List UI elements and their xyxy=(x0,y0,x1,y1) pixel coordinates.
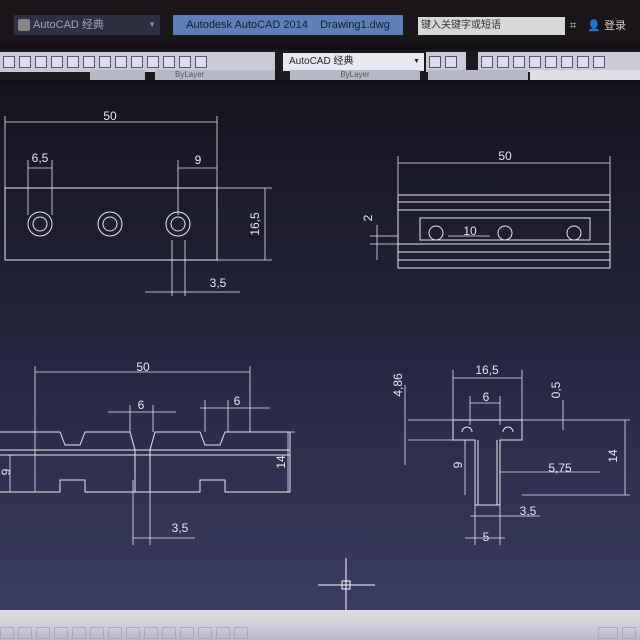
ducs-toggle[interactable] xyxy=(144,627,158,639)
calculator-icon[interactable] xyxy=(179,56,191,68)
status-bar xyxy=(0,610,640,640)
zoom-realtime-icon[interactable] xyxy=(51,56,63,68)
pan-icon[interactable] xyxy=(35,56,47,68)
document-icon[interactable] xyxy=(445,56,457,68)
3d-osnap-toggle[interactable] xyxy=(108,627,122,639)
infer-constraints-toggle[interactable] xyxy=(0,627,14,639)
binoculars-icon[interactable]: ⌗ xyxy=(570,20,577,32)
workspace-tools xyxy=(426,52,466,72)
app-icon xyxy=(18,19,30,31)
workspace-combo[interactable]: AutoCAD 经典 ▼ xyxy=(283,53,424,71)
ordinate-icon[interactable] xyxy=(529,56,541,68)
diameter-icon[interactable] xyxy=(577,56,589,68)
angular-icon[interactable] xyxy=(593,56,605,68)
properties-icon[interactable] xyxy=(99,56,111,68)
linear-dimension-icon[interactable] xyxy=(481,56,493,68)
sc-toggle[interactable] xyxy=(234,627,248,639)
arc-length-icon[interactable] xyxy=(513,56,525,68)
gear-icon[interactable] xyxy=(429,56,441,68)
model-button[interactable] xyxy=(598,627,618,639)
lwt-toggle[interactable] xyxy=(180,627,194,639)
qp-toggle[interactable] xyxy=(216,627,230,639)
toolbar: AutoCAD 经典 ▼ ByLayer ByLayer xyxy=(0,50,640,80)
search-input[interactable]: 键入关键字或短语 xyxy=(418,17,565,35)
layer-tools xyxy=(90,70,145,80)
plotstyle-control[interactable] xyxy=(530,70,640,80)
login-link[interactable]: 登录 xyxy=(604,20,627,32)
standard-toolbar xyxy=(0,52,275,72)
snap-toggle[interactable] xyxy=(18,627,32,639)
user-icon: 👤 xyxy=(587,20,601,32)
workspace-label: AutoCAD 经典 xyxy=(33,19,104,31)
title-bar: AutoCAD 经典 ▼ Autodesk AutoCAD 2014 Drawi… xyxy=(0,0,640,44)
layout-button[interactable] xyxy=(622,627,636,639)
ortho-toggle[interactable] xyxy=(54,627,68,639)
zoom-previous-icon[interactable] xyxy=(83,56,95,68)
help-icon[interactable] xyxy=(195,56,207,68)
jogged-icon[interactable] xyxy=(561,56,573,68)
polar-toggle[interactable] xyxy=(72,627,86,639)
undo-icon[interactable] xyxy=(3,56,15,68)
sheet-set-icon[interactable] xyxy=(147,56,159,68)
window-title: Autodesk AutoCAD 2014 Drawing1.dwg xyxy=(173,15,403,35)
workspace-dropdown[interactable]: AutoCAD 经典 ▼ xyxy=(14,15,160,35)
grid-toggle[interactable] xyxy=(36,627,50,639)
radius-icon[interactable] xyxy=(545,56,557,68)
color-control[interactable]: ByLayer xyxy=(155,70,275,80)
otrack-toggle[interactable] xyxy=(126,627,140,639)
tpy-toggle[interactable] xyxy=(198,627,212,639)
osnap-toggle[interactable] xyxy=(90,627,104,639)
dyn-toggle[interactable] xyxy=(162,627,176,639)
dimension-toolbar xyxy=(478,52,640,72)
login-area[interactable]: ⌗ 👤 登录 xyxy=(570,17,626,33)
workspace-combo-label: AutoCAD 经典 xyxy=(289,56,354,67)
drawing-canvas[interactable] xyxy=(0,84,640,612)
tool-palettes-icon[interactable] xyxy=(131,56,143,68)
design-center-icon[interactable] xyxy=(115,56,127,68)
chevron-down-icon: ▼ xyxy=(148,20,156,29)
lineweight-control[interactable] xyxy=(428,70,528,80)
zoom-window-icon[interactable] xyxy=(67,56,79,68)
redo-icon[interactable] xyxy=(19,56,31,68)
linetype-control[interactable]: ByLayer xyxy=(290,70,420,80)
markup-icon[interactable] xyxy=(163,56,175,68)
aligned-dimension-icon[interactable] xyxy=(497,56,509,68)
chevron-down-icon: ▼ xyxy=(413,58,420,65)
